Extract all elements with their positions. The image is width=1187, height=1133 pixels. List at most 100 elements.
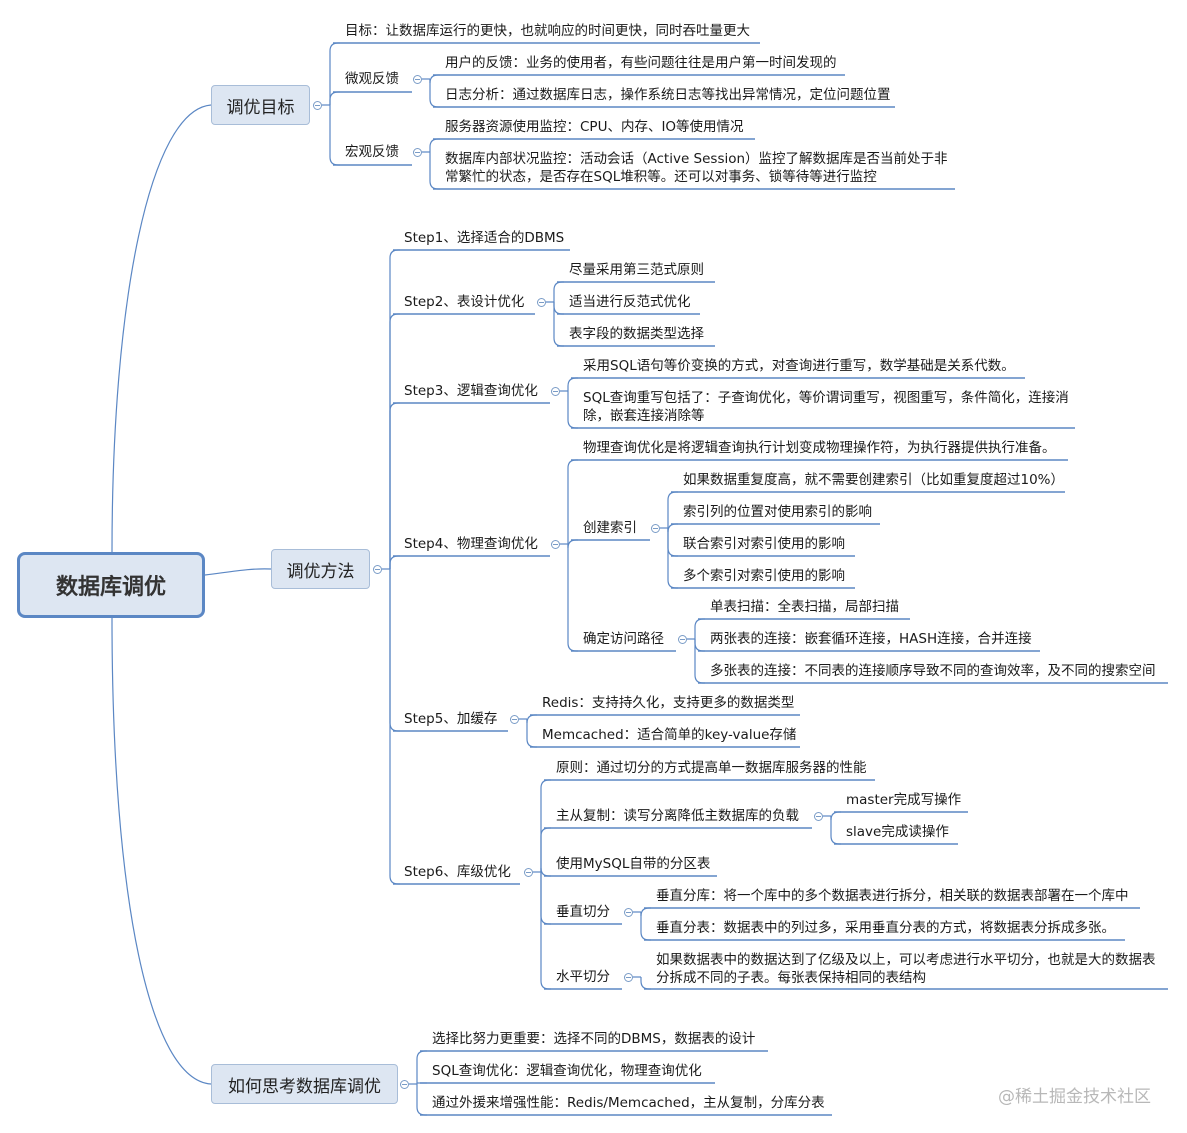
collapse-toggle-icon[interactable] xyxy=(524,868,533,877)
connector-line xyxy=(553,302,564,347)
step2-node[interactable]: Step2、表设计优化 xyxy=(404,294,525,310)
connector-line xyxy=(567,544,578,652)
connector-line xyxy=(429,152,440,190)
step2-item: 尽量采用第三范式原则 xyxy=(569,262,704,278)
connector-line xyxy=(567,459,578,544)
collapse-toggle-icon[interactable] xyxy=(313,101,322,110)
root-node[interactable]: 数据库调优 xyxy=(17,552,205,618)
connector-line xyxy=(389,249,400,569)
connector-line xyxy=(553,302,564,315)
connector-line xyxy=(667,528,678,557)
collapse-toggle-icon[interactable] xyxy=(651,524,660,533)
connector-line xyxy=(329,105,340,166)
step6-partition: 使用MySQL自带的分区表 xyxy=(556,856,711,872)
think-item: 选择比努力更重要：选择不同的DBMS，数据表的设计 xyxy=(432,1031,756,1047)
connector-line xyxy=(553,281,564,302)
connector-line xyxy=(389,569,400,732)
connector-line xyxy=(567,391,578,429)
micro-item-log-analysis: 日志分析：通过数据库日志，操作系统日志等找出异常情况，定位问题位置 xyxy=(445,87,891,103)
connector-line xyxy=(694,618,705,639)
step1-node[interactable]: Step1、选择适合的DBMS xyxy=(404,230,565,246)
macro-item-resource-monitor: 服务器资源使用监控：CPU、内存、IO等使用情况 xyxy=(445,119,744,135)
step5-item-memcached: Memcached：适合简单的key-value存储 xyxy=(542,727,797,743)
connector-line xyxy=(830,811,841,821)
connector-line xyxy=(111,617,212,1085)
collapse-toggle-icon[interactable] xyxy=(373,565,382,574)
replication-node[interactable]: 主从复制：读写分离降低主数据库的负载 xyxy=(556,808,799,824)
collapse-toggle-icon[interactable] xyxy=(814,812,823,821)
step6-principle: 原则：通过切分的方式提高单一数据库服务器的性能 xyxy=(556,760,867,776)
connector-line xyxy=(389,555,400,569)
path-item: 单表扫描：全表扫描，局部扫描 xyxy=(710,599,899,615)
connector-line xyxy=(640,912,651,941)
connector-line xyxy=(389,313,400,569)
connector-line xyxy=(429,138,440,152)
access-path-node[interactable]: 确定访问路径 xyxy=(583,631,664,647)
branch-tuning-goal[interactable]: 调优目标 xyxy=(211,85,310,125)
connector-line xyxy=(540,779,551,872)
connector-line xyxy=(540,872,551,990)
branch-how-to-think[interactable]: 如何思考数据库调优 xyxy=(211,1064,398,1104)
step2-item: 适当进行反范式优化 xyxy=(569,294,691,310)
step4-intro: 物理查询优化是将逻辑查询执行计划变成物理操作符，为执行器提供执行准备。 xyxy=(583,440,1056,456)
step6-node[interactable]: Step6、库级优化 xyxy=(404,864,511,880)
replication-item-master: master完成写操作 xyxy=(846,792,962,808)
watermark: @稀土掘金技术社区 xyxy=(998,1087,1151,1107)
connector-line xyxy=(416,1084,427,1116)
collapse-toggle-icon[interactable] xyxy=(678,635,687,644)
connector-line xyxy=(526,714,537,724)
connector-line xyxy=(830,816,841,845)
connector-line xyxy=(694,639,705,684)
step3-item: SQL查询重写包括了：子查询优化，等价谓词重写，视图重写，条件简化，连接消除，嵌… xyxy=(583,390,1069,424)
horizontal-item: 如果数据表中的数据达到了亿级及以上，可以考虑进行水平切分，也就是大的数据表分拆成… xyxy=(656,952,1156,986)
collapse-toggle-icon[interactable] xyxy=(413,75,422,84)
connector-line xyxy=(540,867,551,877)
vertical-item: 垂直分表：数据表中的列过多，采用垂直分表的方式，将数据表分拆成多张。 xyxy=(656,920,1115,936)
connector-line xyxy=(204,568,272,576)
step2-item: 表字段的数据类型选择 xyxy=(569,326,704,342)
vertical-split-node[interactable]: 垂直切分 xyxy=(556,904,610,920)
connector-line xyxy=(389,402,400,569)
connector-line xyxy=(667,523,678,533)
step5-node[interactable]: Step5、加缓存 xyxy=(404,711,498,727)
collapse-toggle-icon[interactable] xyxy=(551,540,560,549)
connector-line xyxy=(567,539,578,549)
index-item: 联合索引对索引使用的影响 xyxy=(683,536,845,552)
connector-line xyxy=(640,907,651,917)
connector-line xyxy=(416,1050,427,1084)
replication-item-slave: slave完成读操作 xyxy=(846,824,949,840)
goal-target: 目标：让数据库运行的更快，也就响应的时间更快，同时吞吐量更大 xyxy=(345,23,750,39)
horizontal-split-node[interactable]: 水平切分 xyxy=(556,969,610,985)
vertical-item: 垂直分库：将一个库中的多个数据表进行拆分，相关联的数据表部署在一个库中 xyxy=(656,888,1129,904)
collapse-toggle-icon[interactable] xyxy=(624,908,633,917)
connector-line xyxy=(640,977,651,990)
collapse-toggle-icon[interactable] xyxy=(537,298,546,307)
index-item: 如果数据重复度高，就不需要创建索引（比如重复度超过10%） xyxy=(683,472,1065,488)
collapse-toggle-icon[interactable] xyxy=(551,387,560,396)
collapse-toggle-icon[interactable] xyxy=(400,1080,409,1089)
micro-feedback-node[interactable]: 微观反馈 xyxy=(345,71,399,87)
path-item: 两张表的连接：嵌套循环连接，HASH连接，合并连接 xyxy=(710,631,1032,647)
index-item: 索引列的位置对使用索引的影响 xyxy=(683,504,872,520)
collapse-toggle-icon[interactable] xyxy=(510,715,519,724)
create-index-node[interactable]: 创建索引 xyxy=(583,520,637,536)
step4-node[interactable]: Step4、物理查询优化 xyxy=(404,536,538,552)
macro-feedback-node[interactable]: 宏观反馈 xyxy=(345,144,399,160)
step3-item: 采用SQL语句等价变换的方式，对查询进行重写，数学基础是关系代数。 xyxy=(583,358,1015,374)
step3-node[interactable]: Step3、逻辑查询优化 xyxy=(404,383,538,399)
micro-item-user-feedback: 用户的反馈：业务的使用者，有些问题往往是用户第一时间发现的 xyxy=(445,55,837,71)
connector-line xyxy=(389,569,400,885)
collapse-toggle-icon[interactable] xyxy=(413,148,422,157)
step5-item-redis: Redis：支持持久化，支持更多的数据类型 xyxy=(542,695,795,711)
collapse-toggle-icon[interactable] xyxy=(624,973,633,982)
connector-line xyxy=(526,719,537,748)
connector-line xyxy=(429,79,440,108)
connector-line xyxy=(694,639,705,652)
connector-line xyxy=(567,377,578,391)
index-item: 多个索引对索引使用的影响 xyxy=(683,568,845,584)
connector-line xyxy=(667,491,678,528)
think-item: SQL查询优化：逻辑查询优化，物理查询优化 xyxy=(432,1063,702,1079)
connector-line xyxy=(540,872,551,925)
branch-tuning-method[interactable]: 调优方法 xyxy=(271,549,370,589)
connector-line xyxy=(111,104,212,553)
